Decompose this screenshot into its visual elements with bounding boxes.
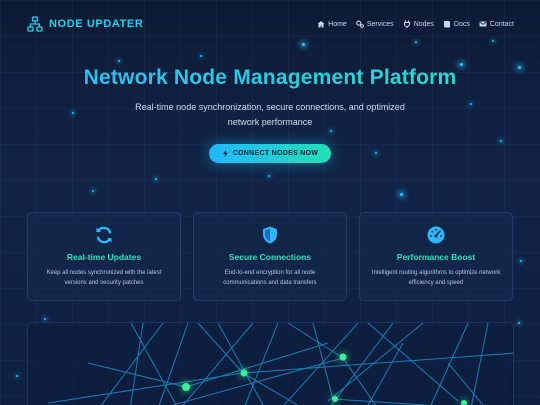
network-node	[182, 383, 190, 391]
star-dot	[518, 322, 520, 324]
plug-icon	[403, 20, 410, 28]
network-node	[332, 396, 338, 402]
hero-section: Network Node Management Platform Real-ti…	[0, 66, 540, 163]
feature-text: Keep all nodes synchronized with the lat…	[46, 270, 162, 286]
cogs-icon	[356, 20, 364, 28]
star-dot	[200, 55, 202, 57]
envelope-icon	[479, 21, 487, 27]
brand[interactable]: NODE UPDATER	[27, 16, 143, 32]
nav-item-label: Contact	[489, 20, 514, 28]
nav-item-services[interactable]: Services	[356, 20, 394, 28]
home-icon	[317, 21, 325, 28]
nav-item-label: Home	[328, 20, 347, 28]
nav-menu: Home Services Nodes Docs Contact	[317, 20, 514, 28]
sync-icon	[96, 226, 112, 244]
bolt-icon	[222, 150, 228, 157]
feature-card-realtime: Real-time Updates Keep all nodes synchro…	[27, 212, 181, 301]
shield-icon	[263, 226, 277, 244]
hero-subtitle: Real-time node synchronization, secure c…	[135, 102, 405, 127]
star-dot	[155, 178, 157, 180]
feature-title: Real-time Updates	[66, 252, 142, 262]
cta-label: CONNECT NODES NOW	[232, 150, 319, 157]
nav-item-docs[interactable]: Docs	[443, 20, 470, 28]
brand-name: NODE UPDATER	[49, 18, 144, 30]
network-icon	[27, 16, 43, 32]
nav-item-nodes[interactable]: Nodes	[403, 20, 434, 28]
gauge-icon	[427, 226, 445, 244]
network-node	[339, 353, 347, 361]
feature-title: Secure Connections	[228, 252, 312, 262]
nav-item-label: Nodes	[413, 20, 434, 28]
star-dot	[44, 318, 46, 320]
star-dot	[400, 193, 403, 196]
feature-text: Intelligent routing algorithms to optimi…	[371, 270, 501, 286]
hero-title: Network Node Management Platform	[0, 66, 540, 90]
nav-item-contact[interactable]: Contact	[479, 20, 514, 28]
nav-item-label: Services	[366, 20, 394, 28]
star-dot	[118, 60, 120, 62]
star-dot	[268, 175, 270, 177]
feature-title: Performance Boost	[396, 252, 476, 262]
star-dot	[92, 190, 94, 192]
nav-item-label: Docs	[453, 20, 470, 28]
top-navbar: NODE UPDATER Home Services Nodes Docs Co…	[0, 0, 540, 48]
network-node	[461, 400, 467, 405]
feature-text: End-to-end encryption for all node commu…	[223, 270, 317, 286]
feature-card-performance: Performance Boost Intelligent routing al…	[359, 212, 513, 301]
network-visualization	[27, 322, 514, 405]
feature-card-secure: Secure Connections End-to-end encryption…	[193, 212, 347, 301]
star-dot	[16, 375, 18, 377]
nav-item-home[interactable]: Home	[317, 20, 347, 28]
star-dot	[520, 260, 522, 262]
feature-cards: Real-time Updates Keep all nodes synchro…	[27, 212, 514, 301]
connect-nodes-button[interactable]: CONNECT NODES NOW	[208, 144, 332, 163]
network-graph	[47, 323, 513, 405]
network-node	[240, 369, 248, 377]
book-icon	[443, 21, 450, 28]
